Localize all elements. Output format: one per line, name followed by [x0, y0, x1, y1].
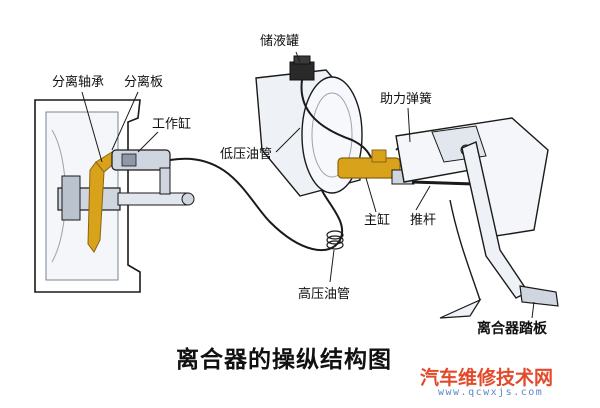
- leader-lines: [81, 51, 535, 319]
- diagram-title: 离合器的操纵结构图: [176, 347, 392, 373]
- reservoir: [289, 55, 315, 81]
- low-pressure-line: [300, 79, 373, 161]
- line-coil: [326, 230, 344, 250]
- label-slave-cylinder: 工作缸: [152, 117, 192, 132]
- label-release-plate: 分离板: [124, 75, 164, 90]
- label-high-pressure-line: 高压油管: [298, 287, 351, 302]
- label-reservoir: 储液罐: [260, 34, 300, 49]
- label-clutch-pedal: 离合器踏板: [477, 321, 547, 337]
- clutch-pedal: [439, 141, 559, 319]
- label-release-bearing: 分离轴承: [52, 75, 105, 90]
- label-low-pressure-line: 低压油管: [220, 147, 273, 162]
- label-push-rod: 推杆: [410, 213, 437, 228]
- watermark-url: www.qcwxjs.com: [438, 387, 544, 398]
- watermark-name: 汽车维修技术网: [420, 367, 554, 389]
- release-fork: [57, 151, 195, 253]
- label-master-cylinder: 主缸: [364, 213, 391, 228]
- label-assist-spring: 助力弹簧: [380, 92, 433, 107]
- push-rod: [411, 180, 475, 186]
- slave-cylinder: [111, 149, 171, 195]
